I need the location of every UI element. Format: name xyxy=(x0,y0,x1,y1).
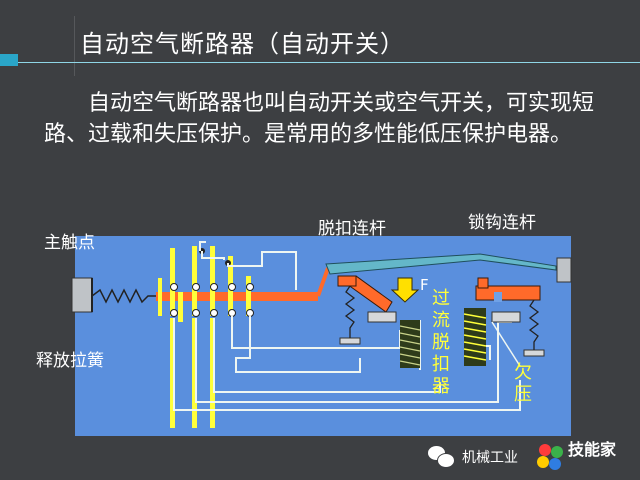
decorative-vertical-line xyxy=(74,16,75,76)
label-main-contact: 主触点 xyxy=(44,233,95,253)
slide-title: 自动空气断路器（自动开关） xyxy=(80,30,405,58)
diagram-panel xyxy=(75,236,571,436)
watermark-logo-icon xyxy=(533,442,573,476)
decorative-horizontal-line xyxy=(0,62,640,63)
undervoltage-char-1: 欠 xyxy=(514,362,532,383)
latch-spring xyxy=(528,299,540,350)
footer-branding: 机械工业 xyxy=(428,438,636,476)
right-wall xyxy=(556,257,572,283)
wechat-icon xyxy=(428,446,455,468)
overcurrent-char-5: 器 xyxy=(432,376,450,397)
undervoltage-coil xyxy=(463,308,487,366)
label-undervoltage: 欠 压 xyxy=(514,362,532,405)
overcurrent-char-4: 扣 xyxy=(432,354,450,375)
trip-spring xyxy=(344,285,356,338)
release-spring xyxy=(91,288,156,304)
label-release-spring: 释放拉簧 xyxy=(36,351,104,371)
watermark-text: 技能家 xyxy=(568,440,617,459)
label-trip-link: 脱扣连杆 xyxy=(318,219,386,239)
latch-lever xyxy=(475,285,541,301)
label-latch-link: 锁钩连杆 xyxy=(468,213,536,233)
left-wall xyxy=(71,277,93,313)
overcurrent-char-1: 过 xyxy=(432,288,450,309)
undervoltage-char-2: 压 xyxy=(514,384,532,405)
force-arrow xyxy=(390,277,420,303)
overcurrent-char-3: 脱 xyxy=(432,332,450,353)
label-force: F xyxy=(420,276,429,294)
account-name: 机械工业 xyxy=(462,450,518,466)
overcurrent-char-2: 流 xyxy=(432,310,450,331)
main-contact-bar xyxy=(156,292,318,301)
overcurrent-coil xyxy=(399,320,421,368)
trip-link-bar xyxy=(325,253,557,275)
slide-paragraph: 自动空气断路器也叫自动开关或空气开关，可实现短路、过载和失压保护。是常用的多性能… xyxy=(44,91,595,147)
decorative-accent-block xyxy=(0,54,18,66)
label-overcurrent-release: 过 流 脱 扣 器 xyxy=(432,288,450,397)
